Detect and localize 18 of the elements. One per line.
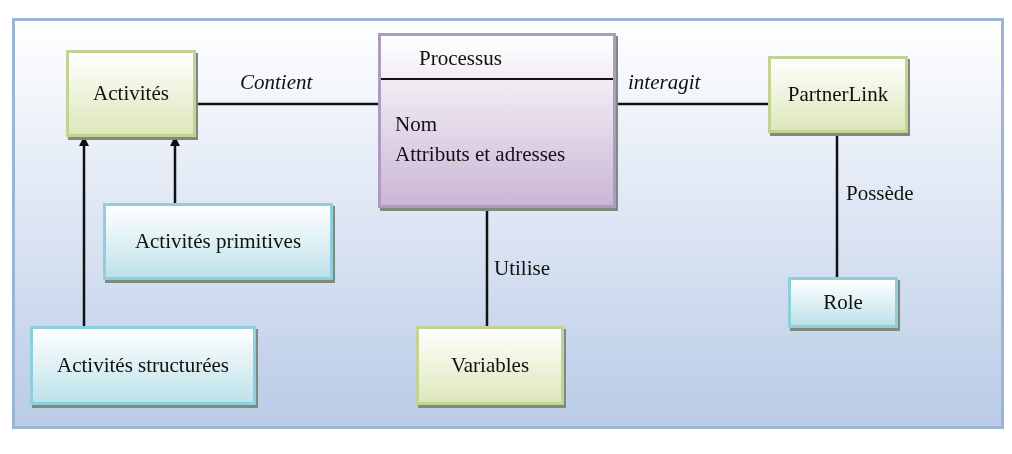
edge-label: Possède [846,181,914,206]
entity-box: Activités [66,50,196,137]
connector-line [835,133,839,277]
entity-box: Activités primitives [103,203,333,280]
edge-label: interagit [628,70,701,95]
class-name: Processus [419,46,502,71]
entity-box: Role [788,277,898,328]
entity-box: Activités structurées [30,326,256,405]
class-attribute: Nom [395,112,437,137]
edge-label: Contient [240,70,313,95]
class-box [378,33,616,208]
class-attribute: Attributs et adresses [395,142,566,167]
edge-label: Utilise [494,256,550,281]
connector-line [196,102,378,106]
connector-line [485,208,489,326]
entity-box: Variables [416,326,564,405]
entity-box: PartnerLink [768,56,908,133]
connector-line [616,102,768,106]
